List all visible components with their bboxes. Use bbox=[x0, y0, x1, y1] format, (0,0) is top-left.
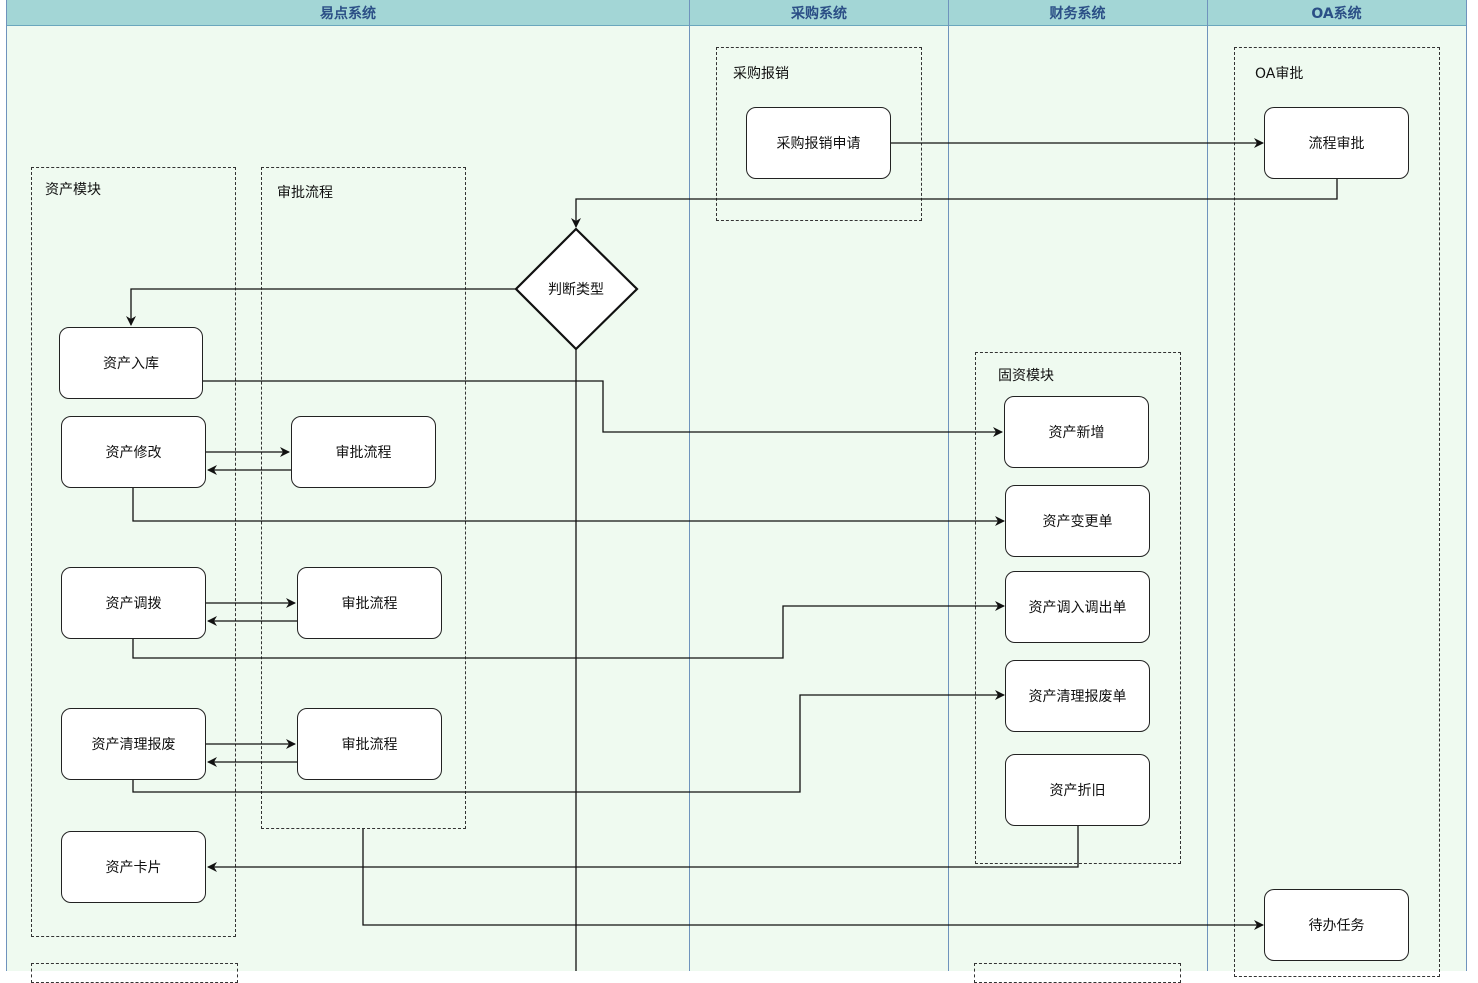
group-label-fixed-asset-module: 固资模块 bbox=[998, 368, 1054, 384]
group-label-oa-approval: OA审批 bbox=[1255, 66, 1304, 82]
group-label-purchase-reimburse: 采购报销 bbox=[733, 66, 789, 82]
node-asset-inbound[interactable]: 资产入库 bbox=[59, 327, 203, 399]
node-asset-card[interactable]: 资产卡片 bbox=[61, 831, 206, 903]
group-approval-flow bbox=[261, 167, 466, 829]
node-approval-1[interactable]: 审批流程 bbox=[291, 416, 436, 488]
node-asset-modify[interactable]: 资产修改 bbox=[61, 416, 206, 488]
node-asset-transfer[interactable]: 资产调拨 bbox=[61, 567, 206, 639]
group-asset-module bbox=[31, 167, 236, 937]
node-asset-disposal-doc[interactable]: 资产清理报废单 bbox=[1005, 660, 1150, 732]
edge-judge-to-inbound bbox=[126, 288, 516, 326]
lane-header-oa: OA系统 bbox=[1207, 0, 1466, 26]
lane-header-finance: 财务系统 bbox=[948, 0, 1207, 26]
judge-type-diamond bbox=[514, 227, 639, 351]
node-asset-disposal[interactable]: 资产清理报废 bbox=[61, 708, 206, 780]
lane-divider-1 bbox=[689, 0, 690, 971]
lane-header-yidian: 易点系统 bbox=[6, 0, 690, 26]
node-asset-add[interactable]: 资产新增 bbox=[1004, 396, 1149, 468]
judge-type-label[interactable]: 判断类型 bbox=[548, 282, 604, 298]
lane-divider-2 bbox=[948, 0, 949, 971]
edge-depreciation-to-card bbox=[207, 826, 1079, 872]
node-approval-3[interactable]: 审批流程 bbox=[297, 708, 442, 780]
edge-approval-to-judge bbox=[571, 179, 1338, 228]
edge-disposal-to-doc bbox=[132, 690, 1005, 793]
lane-divider-right bbox=[1466, 0, 1467, 971]
node-asset-transfer-doc[interactable]: 资产调入调出单 bbox=[1005, 571, 1150, 643]
node-todo-task[interactable]: 待办任务 bbox=[1264, 889, 1409, 961]
lane-divider-left bbox=[6, 0, 7, 971]
node-process-approval[interactable]: 流程审批 bbox=[1264, 107, 1409, 179]
node-asset-change[interactable]: 资产变更单 bbox=[1005, 485, 1150, 557]
node-purchase-reimburse-apply[interactable]: 采购报销申请 bbox=[746, 107, 891, 179]
group-label-approval-flow: 审批流程 bbox=[277, 185, 333, 201]
edge-approvalgroup-to-todo bbox=[362, 829, 1264, 930]
node-approval-2[interactable]: 审批流程 bbox=[297, 567, 442, 639]
edge-transfer-to-doc bbox=[132, 601, 1005, 659]
group-label-asset-module: 资产模块 bbox=[45, 182, 101, 198]
group-purchase-reimburse bbox=[716, 47, 922, 221]
edge-modify-to-change bbox=[132, 488, 1005, 526]
edge-inbound-to-add bbox=[203, 380, 1003, 437]
lane-header-purchase: 采购系统 bbox=[690, 0, 948, 26]
node-asset-depreciation[interactable]: 资产折旧 bbox=[1005, 754, 1150, 826]
lane-divider-3 bbox=[1207, 0, 1208, 971]
